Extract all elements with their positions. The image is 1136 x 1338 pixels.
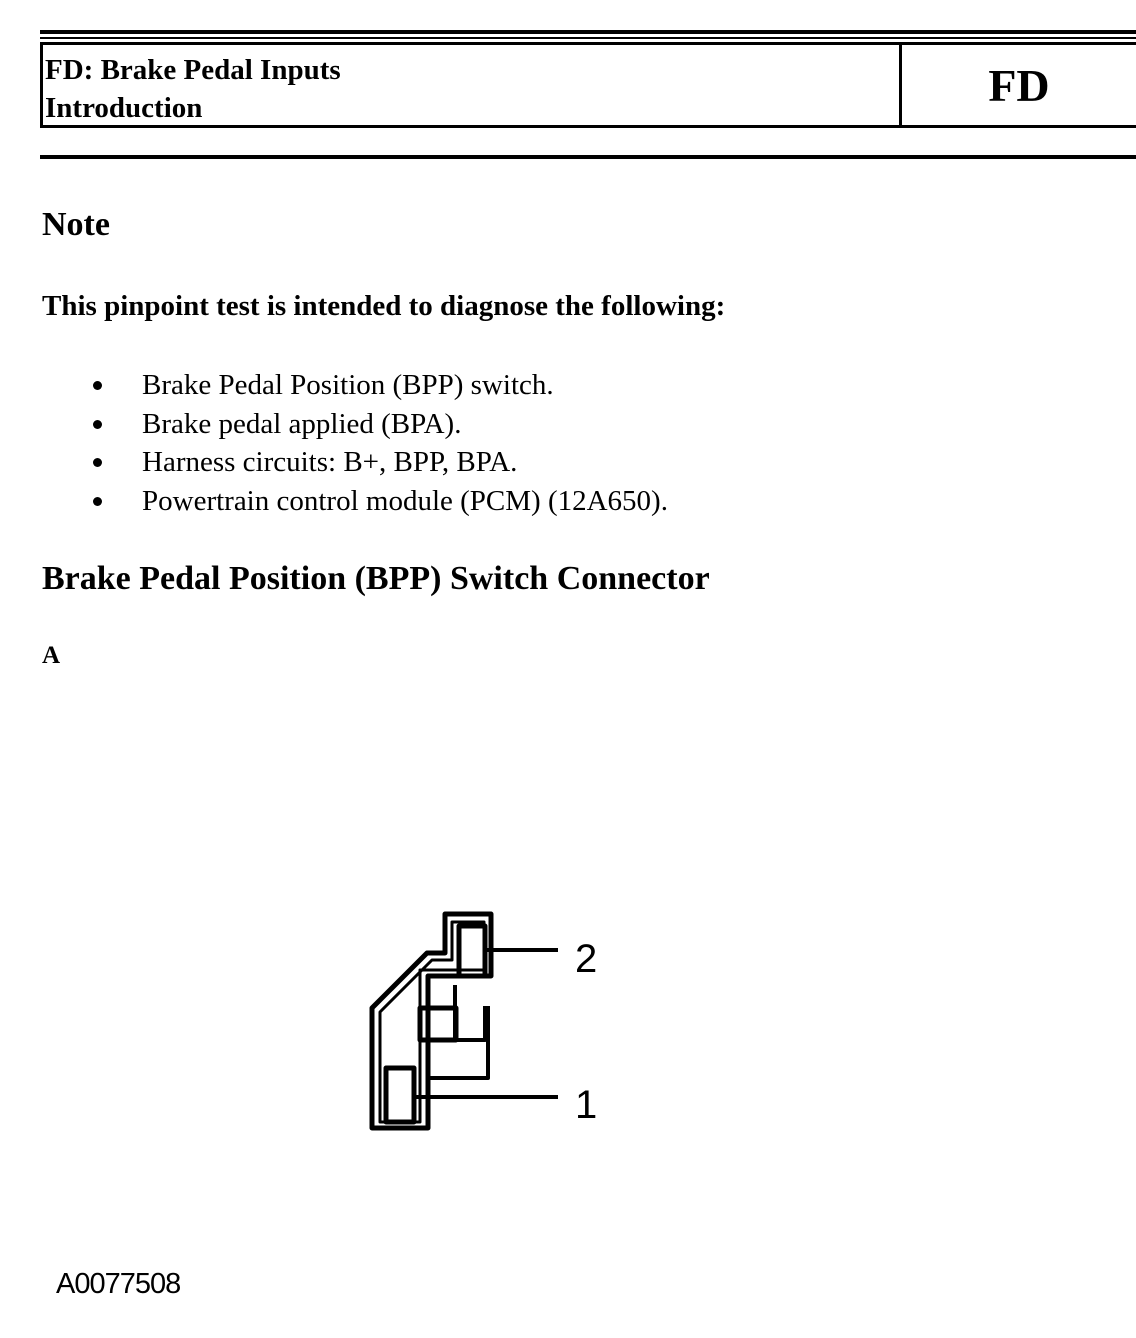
list-item: Harness circuits: B+, BPP, BPA. bbox=[0, 443, 668, 482]
figure-id: A0077508 bbox=[56, 1268, 181, 1300]
connector-housing-inner bbox=[378, 920, 486, 1124]
header-subtitle: Introduction bbox=[45, 92, 203, 124]
diagnosis-list: Brake Pedal Position (BPP) switch. Brake… bbox=[0, 366, 668, 520]
header-title-block: FD: Brake Pedal Inputs Introduction bbox=[45, 51, 341, 127]
list-item-text: Harness circuits: B+, BPP, BPA. bbox=[142, 446, 518, 478]
list-item-text: Powertrain control module (PCM) (12A650)… bbox=[142, 484, 668, 517]
bullet-icon bbox=[93, 496, 102, 506]
list-item-text: Brake Pedal Position (BPP) switch. bbox=[142, 369, 554, 401]
note-intro-text: This pinpoint test is intended to diagno… bbox=[42, 290, 726, 322]
connector-heading: Brake Pedal Position (BPP) Switch Connec… bbox=[42, 560, 710, 597]
pin-label-1: 1 bbox=[575, 1083, 597, 1127]
connector-latch bbox=[417, 1005, 459, 1043]
terminal-1 bbox=[383, 1065, 417, 1125]
list-item-text: Brake pedal applied (BPA). bbox=[142, 407, 462, 440]
top-rule-thick bbox=[40, 30, 1136, 34]
pin-label-2: 2 bbox=[575, 937, 597, 981]
header-title: FD: Brake Pedal Inputs bbox=[45, 54, 341, 86]
connector-view-label: A bbox=[42, 642, 61, 669]
connector-diagram: 2 1 bbox=[369, 911, 597, 1131]
header-bottom-rule bbox=[40, 155, 1136, 159]
connector-frame-lines bbox=[428, 985, 490, 1080]
bullet-icon bbox=[93, 381, 102, 390]
list-item: Powertrain control module (PCM) (12A650)… bbox=[0, 482, 668, 521]
list-item: Brake Pedal Position (BPP) switch. bbox=[0, 366, 668, 405]
top-rule-thin bbox=[40, 37, 1136, 39]
connector-housing-outline bbox=[369, 911, 494, 1131]
bullet-icon bbox=[93, 419, 102, 429]
header-box: FD: Brake Pedal Inputs Introduction FD bbox=[40, 42, 1136, 128]
bullet-icon bbox=[93, 458, 102, 467]
header-divider bbox=[899, 45, 902, 125]
list-item: Brake pedal applied (BPA). bbox=[0, 405, 668, 444]
note-heading: Note bbox=[42, 206, 110, 243]
header-section-code: FD bbox=[988, 59, 1050, 111]
